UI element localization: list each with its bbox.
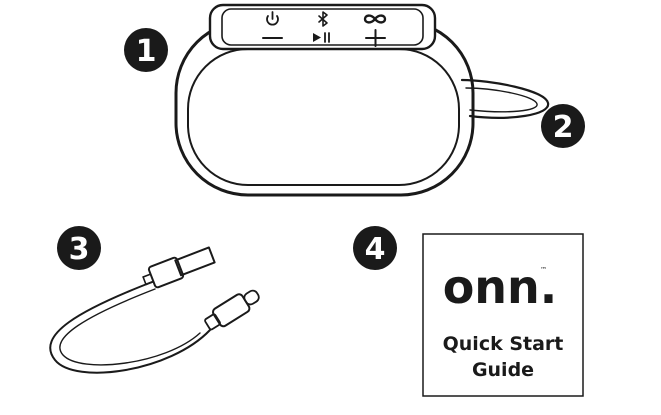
usb-c-connector: [204, 289, 260, 331]
cable-cord: [49, 281, 211, 374]
svg-text:4: 4: [365, 232, 386, 267]
lanyard-loop: [460, 78, 550, 119]
guide-booklet: [422, 233, 584, 397]
badge-4: 4: [353, 226, 397, 270]
guide-title-line1: Quick Start: [443, 333, 564, 355]
svg-text:2: 2: [553, 110, 574, 145]
svg-text:3: 3: [69, 232, 90, 267]
play-pause-icon: [313, 32, 330, 43]
control-panel-inner: [221, 8, 424, 46]
trademark-mark: ™: [540, 266, 547, 274]
lanyard-loop-inner: [465, 87, 538, 113]
usb-cable-illustration: [49, 246, 260, 374]
badge-1: 1: [124, 28, 168, 72]
cable-cord-inner: [59, 288, 201, 366]
quick-start-guide: onn. ™ Quick Start Guide: [422, 233, 584, 397]
infinity-icon: [363, 14, 387, 24]
speaker-grille: [187, 48, 460, 186]
speaker-illustration: [174, 3, 550, 197]
guide-title-line2: Guide: [472, 359, 534, 381]
bluetooth-icon: [318, 11, 328, 27]
badge-2: 2: [541, 104, 585, 148]
power-icon: [266, 11, 279, 26]
brand-logo: onn.: [443, 260, 558, 314]
svg-text:1: 1: [136, 34, 157, 69]
usb-a-connector: [142, 246, 216, 289]
badge-3: 3: [57, 226, 101, 270]
plus-icon: [365, 29, 386, 47]
